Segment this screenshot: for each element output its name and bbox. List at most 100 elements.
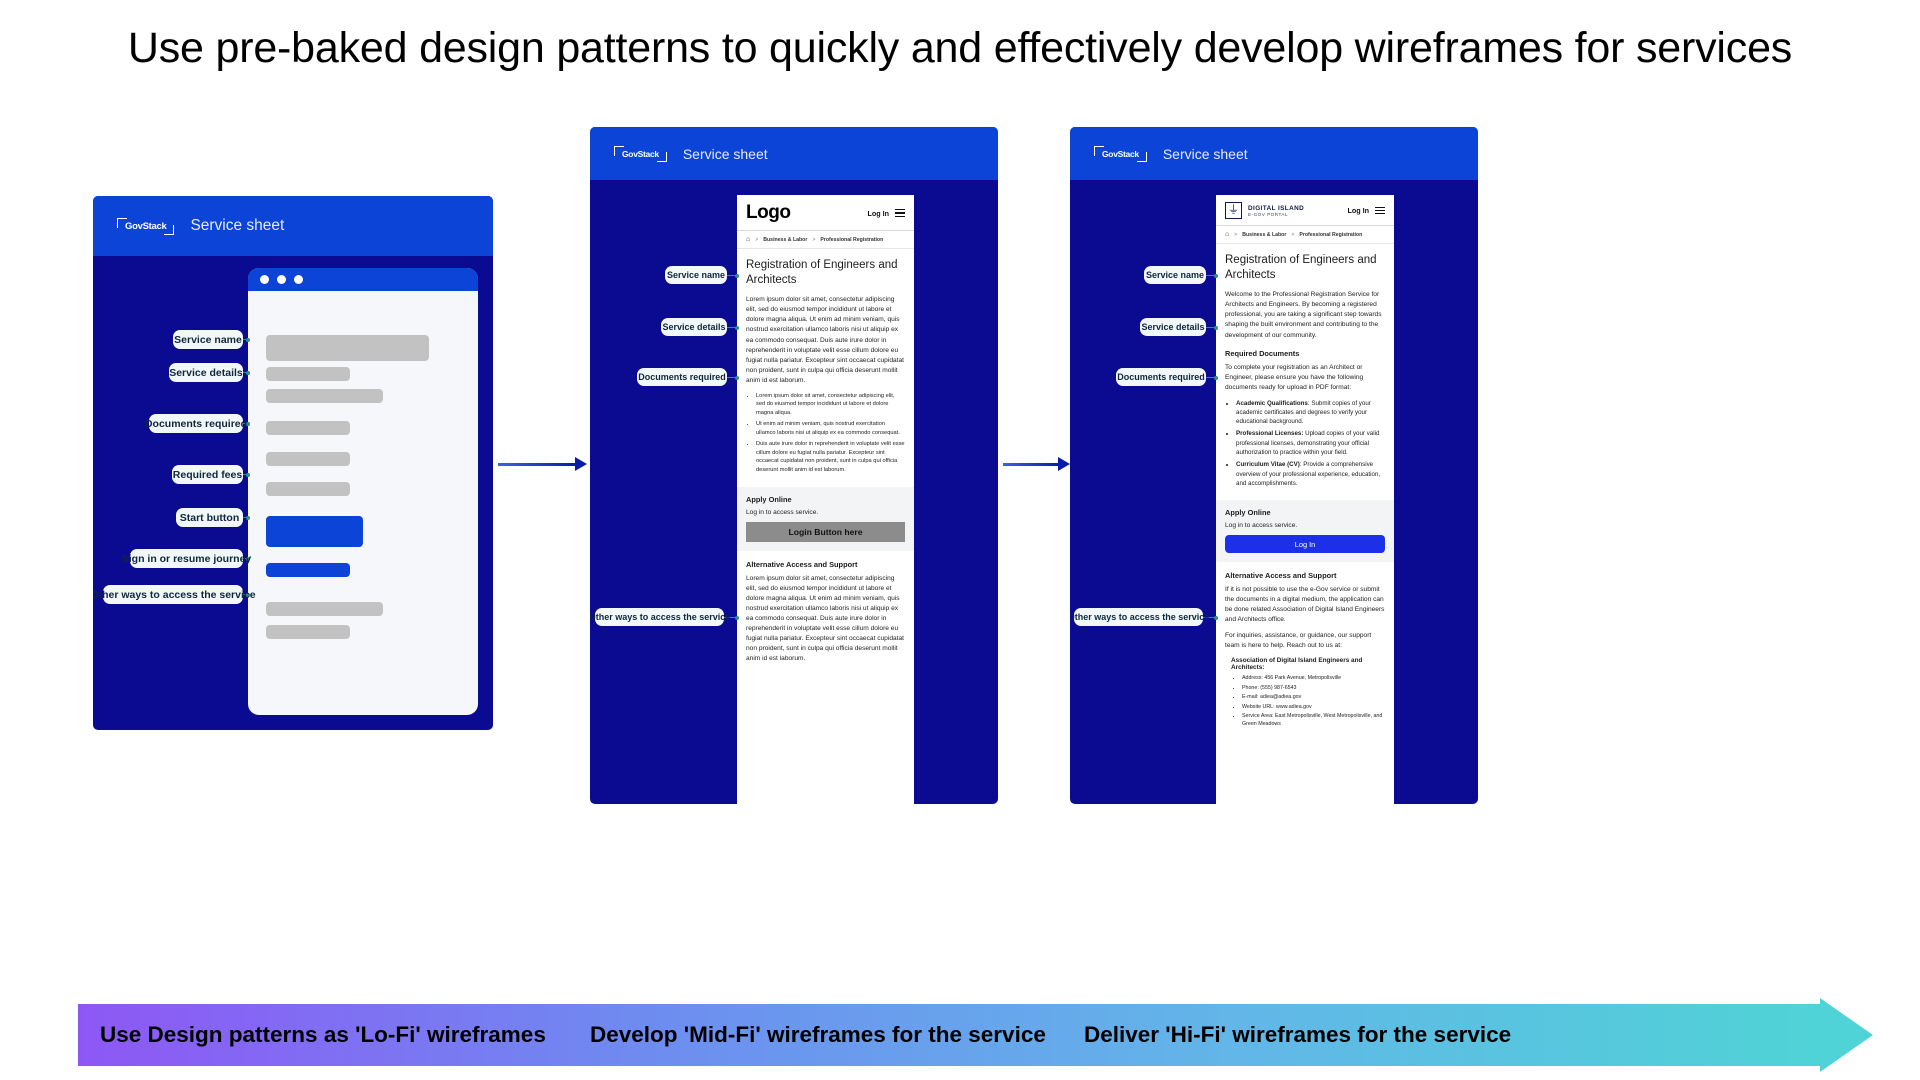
annotation-chip-sign-in[interactable]: Sign in or resume journey <box>122 549 251 568</box>
hamburger-menu-icon[interactable] <box>1375 205 1385 217</box>
breadcrumb-separator: > <box>755 236 759 243</box>
brand-subtitle: E-GOV PORTAL <box>1248 211 1289 217</box>
window-dot-close-icon <box>260 275 269 284</box>
lofi-block-sign-in <box>266 563 350 577</box>
breadcrumb: ⌂ > Business & Labor > Professional Regi… <box>1216 226 1394 244</box>
list-item-text: Upload copies of your valid professional… <box>1236 430 1380 457</box>
service-intro-paragraph: Welcome to the Professional Registration… <box>1225 291 1382 339</box>
list-item-term: Academic Qualifications <box>1236 399 1308 407</box>
annotation-chip-other-ways[interactable]: Other ways to access the service <box>93 585 256 604</box>
annotation-chip-other-ways[interactable]: Other ways to access the service <box>590 608 730 626</box>
list-item: Curriculum Vitae (CV): Provide a compreh… <box>1236 460 1385 488</box>
list-item: E-mail: adiea@adiea.gov <box>1242 694 1385 702</box>
midfi-main-content: Registration of Engineers and Architects… <box>737 249 914 483</box>
login-button[interactable]: Login Button here <box>746 522 905 543</box>
annotation-chip-service-details[interactable]: Service details <box>169 363 243 382</box>
annotation-chip-required-fees[interactable]: Required fees <box>172 465 243 484</box>
lofi-block-required-fees <box>266 482 350 496</box>
panel-hifi-wireframe: GovStack Service sheet ⏚ DIGITAL ISLAND … <box>1070 127 1478 804</box>
annotation-chip-other-ways[interactable]: Other ways to access the service <box>1070 608 1209 626</box>
page-title: Use pre-baked design patterns to quickly… <box>127 24 1793 72</box>
breadcrumb-item-business-labor[interactable]: Business & Labor <box>1242 231 1287 238</box>
panel-midfi-wireframe: GovStack Service sheet Logo Log In ⌂ > B… <box>590 127 998 804</box>
lofi-block-start-button <box>266 516 363 547</box>
login-button[interactable]: Log In <box>1225 535 1385 554</box>
list-item: Duis aute irure dolor in reprehenderit i… <box>756 440 905 475</box>
required-documents-list: Academic Qualifications: Submit copies o… <box>1236 399 1385 489</box>
lofi-block-service-name <box>266 335 429 361</box>
login-link[interactable]: Log In <box>1347 206 1369 215</box>
apply-online-heading: Apply Online <box>1225 508 1271 518</box>
lofi-device-mockup <box>248 268 478 715</box>
annotation-chip-documents-required[interactable]: Documents required <box>637 368 727 386</box>
service-heading: Registration of Engineers and Architects <box>1225 254 1377 281</box>
list-item: Academic Qualifications: Submit copies o… <box>1236 399 1385 427</box>
panel-midfi-header-title: Service sheet <box>682 145 768 162</box>
annotation-chip-documents-required[interactable]: Documents required <box>1116 368 1206 386</box>
contact-association-heading: Association of Digital Island Engineers … <box>1231 657 1363 672</box>
list-item: Phone: (555) 987-6543 <box>1242 685 1385 693</box>
midfi-apply-online-section: Apply Online Log in to access service. L… <box>737 487 914 552</box>
list-item-text: Submit copies of your academic certifica… <box>1236 399 1371 426</box>
flow-arrow-1 <box>498 457 587 471</box>
breadcrumb-item-professional-registration[interactable]: Professional Registration <box>820 236 884 243</box>
home-icon[interactable]: ⌂ <box>1225 231 1230 238</box>
service-intro-paragraph: Lorem ipsum dolor sit amet, consectetur … <box>746 296 904 384</box>
midfi-alternative-access-section: Alternative Access and Support Lorem ips… <box>737 551 914 672</box>
list-item-text: Provide a comprehensive overview of your… <box>1236 461 1381 487</box>
midfi-service-page: Logo Log In ⌂ > Business & Labor > Profe… <box>737 195 914 804</box>
alternative-access-heading: Alternative Access and Support <box>746 560 858 570</box>
banner-step-lofi: Use Design patterns as 'Lo-Fi' wireframe… <box>100 1022 546 1047</box>
banner-step-hifi: Deliver 'Hi-Fi' wireframes for the servi… <box>1084 1022 1512 1047</box>
annotation-chip-service-details[interactable]: Service details <box>1140 318 1206 336</box>
list-item: Professional Licenses: Upload copies of … <box>1236 429 1385 457</box>
apply-online-heading: Apply Online <box>746 495 792 505</box>
lofi-block-service-details-2 <box>266 389 383 403</box>
list-item: Service Area: East Metropolisville, West… <box>1242 713 1385 729</box>
alternative-access-body-2: For inquiries, assistance, or guidance, … <box>1225 632 1372 650</box>
alternative-access-body-1: If it is not possible to use the e-Gov s… <box>1225 586 1385 624</box>
panel-lofi-header-title: Service sheet <box>190 217 285 234</box>
window-dot-minimize-icon <box>277 275 286 284</box>
govstack-logo-icon: GovStack <box>1094 145 1147 162</box>
process-banner: Use Design patterns as 'Lo-Fi' wireframe… <box>78 998 1873 1072</box>
site-logo: Logo <box>746 202 791 223</box>
alternative-access-body: Lorem ipsum dolor sit amet, consectetur … <box>746 575 904 663</box>
list-item: Lorem ipsum dolor sit amet, consectetur … <box>756 392 905 418</box>
annotation-chip-documents-required[interactable]: Documents required <box>145 414 247 433</box>
lofi-block-other-ways-1 <box>266 602 383 616</box>
annotation-chip-service-details[interactable]: Service details <box>661 318 727 336</box>
brand-name: DIGITAL ISLAND <box>1248 204 1305 212</box>
home-icon[interactable]: ⌂ <box>746 236 751 243</box>
breadcrumb: ⌂ > Business & Labor > Professional Regi… <box>737 231 914 249</box>
breadcrumb-separator: > <box>1291 231 1295 238</box>
leader-line-other-ways <box>724 615 739 621</box>
window-dot-maximize-icon <box>294 275 303 284</box>
list-item: Address: 456 Park Avenue, Metropolisvill… <box>1242 675 1385 683</box>
annotation-chip-service-name[interactable]: Service name <box>173 330 243 349</box>
breadcrumb-item-business-labor[interactable]: Business & Labor <box>763 236 808 243</box>
hamburger-menu-icon[interactable] <box>895 207 905 219</box>
midfi-site-header: Logo Log In <box>737 195 914 231</box>
lofi-placeholder-canvas <box>248 291 478 715</box>
annotation-chip-service-name[interactable]: Service name <box>665 266 727 284</box>
hifi-alternative-access-section: Alternative Access and Support If it is … <box>1216 562 1394 737</box>
leader-line-other-ways <box>1203 615 1218 621</box>
panel-lofi-wireframe: GovStack Service sheet Service name Serv <box>93 196 493 730</box>
digital-island-logo: ⏚ DIGITAL ISLAND E-GOV PORTAL <box>1225 202 1304 219</box>
lofi-block-documents-2 <box>266 452 350 466</box>
list-item: Website URL: www.adiea.gov <box>1242 704 1385 712</box>
annotation-chip-service-name[interactable]: Service name <box>1144 266 1206 284</box>
login-link[interactable]: Log In <box>867 208 889 218</box>
breadcrumb-item-professional-registration[interactable]: Professional Registration <box>1299 231 1363 238</box>
banner-arrow-tip-icon <box>1820 998 1873 1072</box>
hifi-service-page: ⏚ DIGITAL ISLAND E-GOV PORTAL Log In ⌂ >… <box>1216 195 1394 804</box>
apply-online-subtext: Log in to access service. <box>1225 522 1298 530</box>
alternative-access-heading: Alternative Access and Support <box>1225 571 1337 581</box>
apply-online-subtext: Log in to access service. <box>746 509 819 517</box>
annotation-chip-start-button[interactable]: Start button <box>176 508 243 527</box>
banner-step-midfi: Develop 'Mid-Fi' wireframes for the serv… <box>590 1022 1046 1047</box>
govstack-logo-icon: GovStack <box>614 145 667 162</box>
govstack-logo-icon: GovStack <box>117 217 175 235</box>
hifi-site-header: ⏚ DIGITAL ISLAND E-GOV PORTAL Log In <box>1216 195 1394 226</box>
